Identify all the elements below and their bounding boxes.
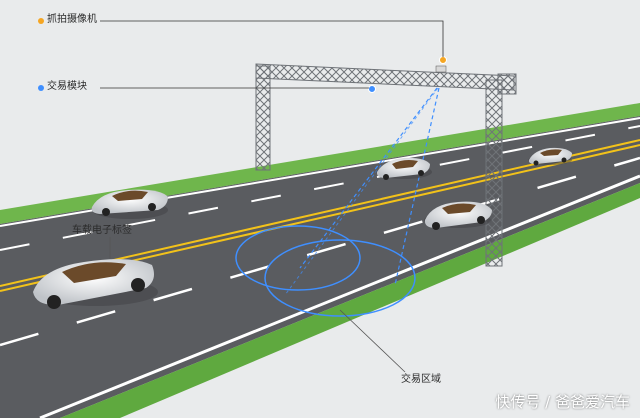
car-center (376, 157, 432, 180)
electronic-tag-label: 车载电子标签 (72, 225, 132, 236)
beam-line-3 (284, 87, 439, 296)
beam-line-1 (299, 87, 438, 269)
camera-leader-line (100, 20, 444, 57)
transaction-area-label: 交易区域 (401, 374, 441, 385)
car-left-near (33, 259, 158, 309)
watermark: 快传号 / 爸爸爱汽车 (495, 393, 630, 411)
transaction-module-label: 交易模块 (47, 81, 87, 92)
module-leader-dot (38, 85, 44, 91)
road-surface (0, 116, 640, 418)
camera-dot-icon (439, 56, 447, 64)
transaction-zone-ring-back (235, 225, 361, 291)
transaction-zone-ring-front (264, 239, 416, 317)
beam-line-2 (394, 87, 440, 286)
area-leader-line (339, 309, 406, 373)
car-right-mid (424, 201, 492, 230)
camera-leader-dot (38, 18, 44, 24)
lane-dash-far (0, 125, 640, 251)
camera-body (435, 65, 447, 73)
car-left-far (91, 189, 168, 219)
camera-label: 抓拍摄像机 (47, 14, 97, 25)
lane-dash-near (0, 156, 640, 347)
near-edge-line (39, 174, 640, 418)
car-right-far (528, 147, 572, 166)
gantry (255, 63, 517, 267)
module-dot-icon (368, 85, 376, 93)
